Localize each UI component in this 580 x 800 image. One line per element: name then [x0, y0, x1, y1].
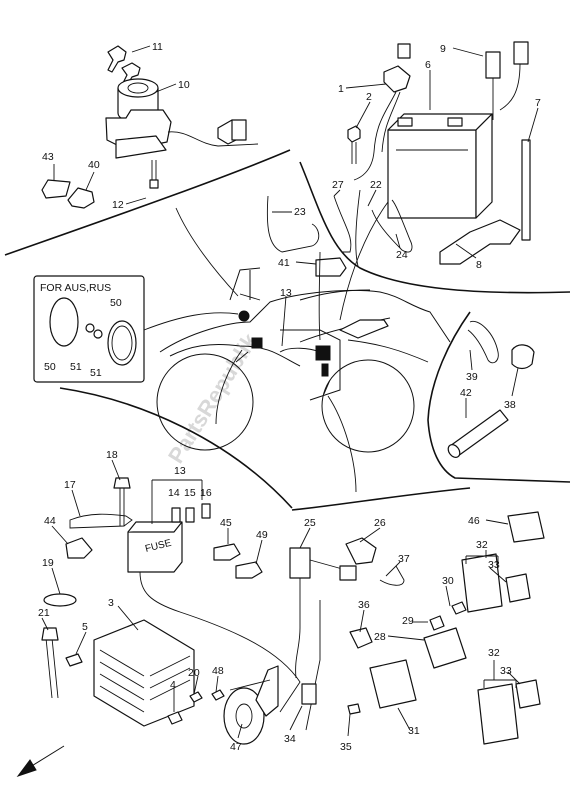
pointer-lines [143, 201, 429, 493]
ignition-switch-group [41, 45, 259, 209]
inset-title: FOR AUS,RUS [40, 282, 111, 294]
callout-3: 3 [108, 597, 114, 609]
callout-22: 22 [370, 179, 382, 191]
callout-21: 21 [38, 607, 50, 619]
callout-6: 6 [425, 59, 431, 71]
aus-rus-inset: FOR AUS,RUS [33, 275, 145, 383]
watermark: PartsRepublik [163, 328, 263, 467]
callout-34: 34 [284, 733, 296, 745]
callout-17: 17 [64, 479, 76, 491]
callout-24: 24 [396, 249, 408, 261]
callout-32-bottom: 32 [488, 647, 500, 659]
motorcycle-outline [156, 267, 451, 453]
section-dividers [4, 149, 571, 511]
callout-26: 26 [374, 517, 386, 529]
right-mid-group [447, 320, 535, 458]
callout-28: 28 [374, 631, 386, 643]
callout-47: 47 [230, 741, 242, 753]
callout-14: 14 [168, 487, 180, 499]
front-direction-arrow [16, 745, 65, 777]
callout-40: 40 [88, 159, 100, 171]
leader-lines [41, 45, 539, 739]
callout-13-top: 13 [280, 287, 292, 299]
callout-12: 12 [112, 199, 124, 211]
callout-48: 48 [212, 665, 224, 677]
callout-20: 20 [188, 667, 200, 679]
callout-5: 5 [82, 621, 88, 633]
callout-25: 25 [304, 517, 316, 529]
callout-23: 23 [294, 206, 306, 218]
callout-41: 41 [278, 257, 290, 269]
callout-15: 15 [184, 487, 196, 499]
callout-49: 49 [256, 529, 268, 541]
callout-38: 38 [504, 399, 516, 411]
callout-13-fuse: 13 [174, 465, 186, 477]
bottom-left-group: FUSE [41, 477, 301, 745]
callout-50-inset-top: 50 [110, 297, 122, 309]
callout-2: 2 [366, 91, 372, 103]
callout-39: 39 [466, 371, 478, 383]
callout-29: 29 [402, 615, 414, 627]
callout-35: 35 [340, 741, 352, 753]
callout-50-inset-left: 50 [44, 361, 56, 373]
callout-44: 44 [44, 515, 56, 527]
bottom-right-group [289, 511, 545, 745]
callout-30: 30 [442, 575, 454, 587]
callout-32-top: 32 [476, 539, 488, 551]
callout-7: 7 [535, 97, 541, 109]
callout-1: 1 [338, 83, 344, 95]
callout-11: 11 [152, 41, 163, 53]
callout-9: 9 [440, 43, 446, 55]
callout-36: 36 [358, 599, 370, 611]
callout-42: 42 [460, 387, 472, 399]
callout-16: 16 [200, 487, 212, 499]
callout-33-bottom: 33 [500, 665, 512, 677]
battery-group [266, 41, 531, 277]
callout-46: 46 [468, 515, 480, 527]
callout-43: 43 [42, 151, 54, 163]
callout-51-inset-b: 51 [90, 367, 102, 379]
callout-labels: 11 10 43 40 12 9 1 6 2 7 27 22 23 24 41 … [38, 41, 541, 753]
callout-19: 19 [42, 557, 54, 569]
callout-37: 37 [398, 553, 410, 565]
callout-51-inset-a: 51 [70, 361, 82, 373]
callout-4: 4 [170, 679, 176, 691]
callout-10: 10 [178, 79, 190, 91]
callout-18: 18 [106, 449, 118, 461]
callout-33-top: 33 [488, 559, 500, 571]
callout-45: 45 [220, 517, 232, 529]
callout-8: 8 [476, 259, 482, 271]
callout-27: 27 [332, 179, 344, 191]
callout-31: 31 [408, 725, 420, 737]
